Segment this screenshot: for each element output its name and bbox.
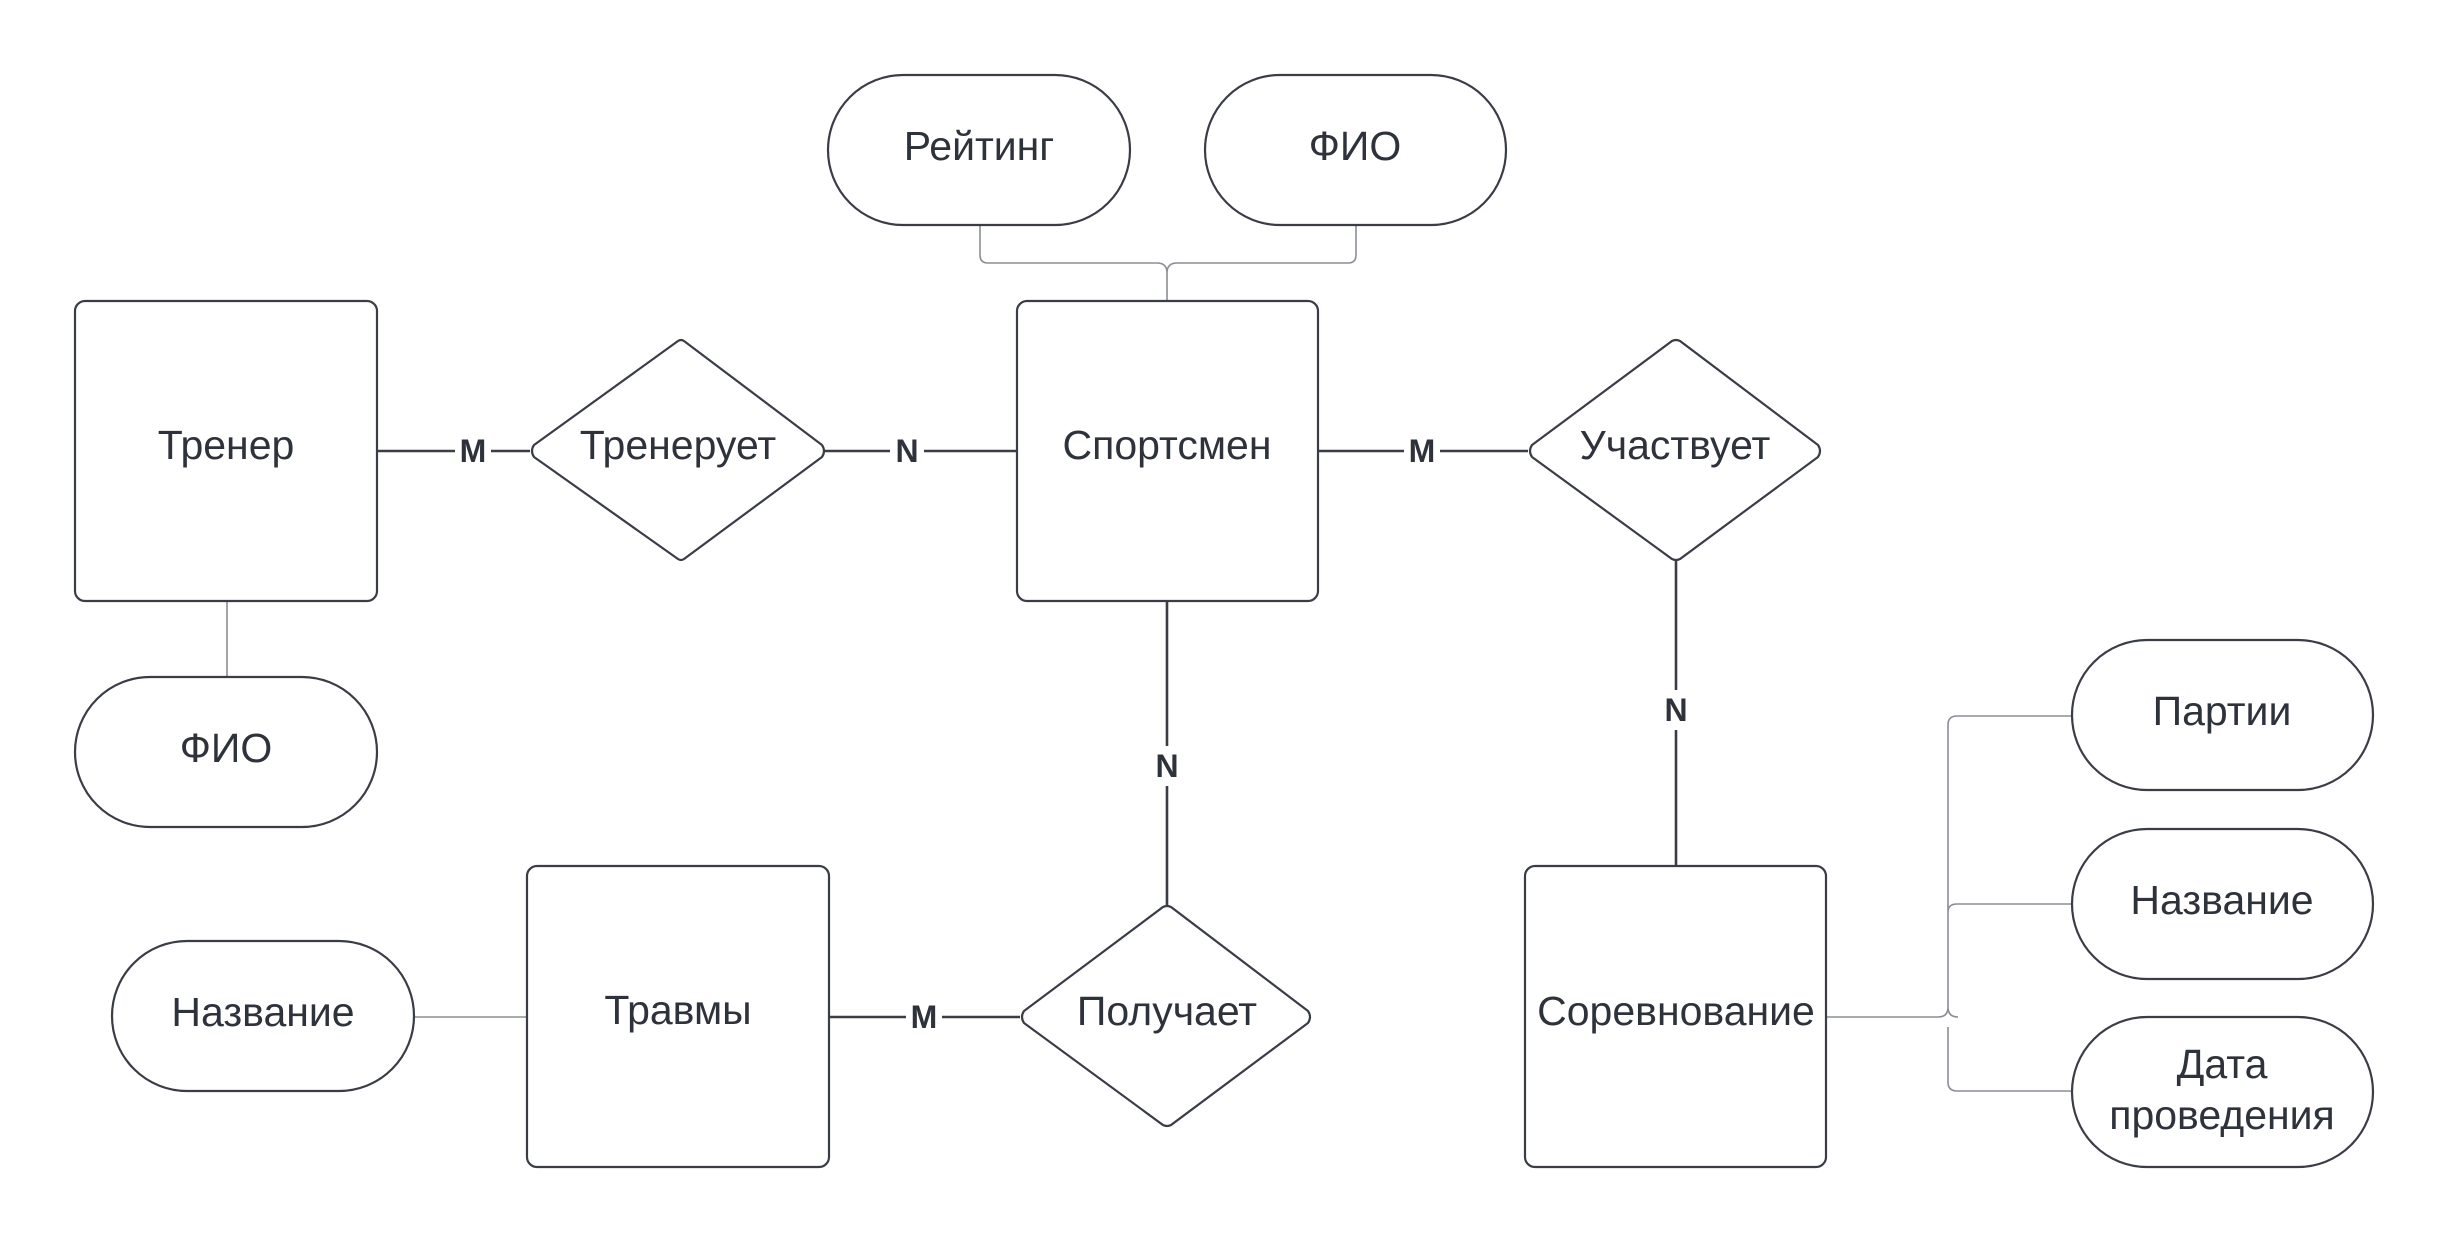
cardinalities: M N M N N M <box>455 432 1695 1036</box>
relationship-trains[interactable]: Тренерует <box>530 338 826 562</box>
attribute-athlete-rating[interactable]: Рейтинг <box>826 73 1132 227</box>
attribute-competition-date[interactable]: Дата проведения <box>2070 1015 2375 1169</box>
attribute-trainer-name[interactable]: ФИО <box>73 675 379 829</box>
cardinality-injuries-receives: M <box>911 999 938 1035</box>
relationship-receives-label: Получает <box>1077 988 1257 1034</box>
entity-athlete-label: Спортсмен <box>1063 422 1272 468</box>
attribute-athlete-name-label: ФИО <box>1309 123 1402 169</box>
cardinality-athlete-participates: M <box>1409 433 1436 469</box>
attribute-trainer-name-label: ФИО <box>180 725 273 771</box>
cardinality-participates-competition: N <box>1664 692 1687 728</box>
attribute-competition-date-line1: Дата <box>2177 1041 2268 1087</box>
entity-injuries-label: Травмы <box>604 987 751 1033</box>
relationship-trains-label: Тренерует <box>580 422 777 468</box>
entity-trainer-label: Тренер <box>158 422 295 468</box>
cardinality-trains-athlete: N <box>895 433 918 469</box>
entity-athlete[interactable]: Спортсмен <box>1015 299 1320 603</box>
attribute-competition-name-label: Название <box>2130 877 2313 923</box>
entity-competition-label: Соревнование <box>1537 988 1815 1034</box>
entity-injuries[interactable]: Травмы <box>525 864 831 1169</box>
cardinality-trainer-trains: M <box>460 433 487 469</box>
attribute-athlete-name[interactable]: ФИО <box>1203 73 1508 227</box>
edge-athlete-attributes <box>979 225 1357 301</box>
attribute-injury-name-label: Название <box>171 989 354 1035</box>
attribute-competition-date-line2: проведения <box>2109 1092 2335 1138</box>
relationship-receives[interactable]: Получает <box>1020 904 1312 1128</box>
attribute-injury-name[interactable]: Название <box>110 939 416 1093</box>
entity-competition[interactable]: Соревнование <box>1523 864 1828 1169</box>
attribute-competition-name[interactable]: Название <box>2070 827 2375 981</box>
attribute-competition-games[interactable]: Партии <box>2070 638 2375 792</box>
relationship-participates[interactable]: Участвует <box>1528 338 1822 562</box>
relationship-participates-label: Участвует <box>1580 422 1771 468</box>
cardinality-athlete-receives: N <box>1155 748 1178 784</box>
attribute-athlete-rating-label: Рейтинг <box>904 123 1055 169</box>
edge-competition-attributes <box>1826 715 2072 1092</box>
entity-trainer[interactable]: Тренер <box>73 299 379 603</box>
attribute-competition-games-label: Партии <box>2153 688 2292 734</box>
